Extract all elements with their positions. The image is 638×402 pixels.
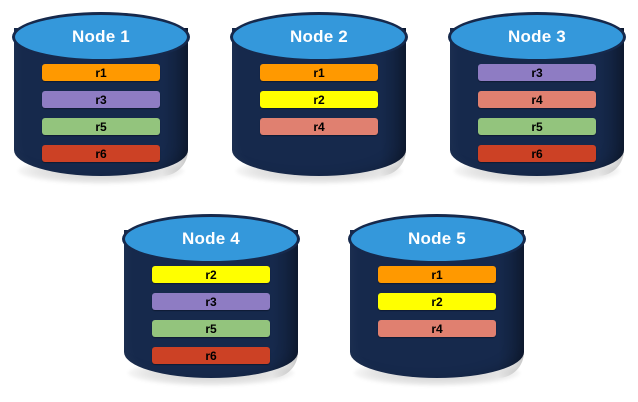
cylinder-top-disc: Node 5 — [348, 214, 526, 264]
replica-label: r3 — [205, 294, 217, 309]
replica-bar-r2[interactable]: r2 — [378, 293, 496, 310]
node-title: Node 4 — [182, 229, 240, 248]
replica-bar-r5[interactable]: r5 — [478, 118, 596, 135]
replica-bar-r3[interactable]: r3 — [152, 293, 270, 310]
replica-label: r6 — [95, 146, 107, 161]
cylinder-top-disc: Node 2 — [230, 12, 408, 62]
replica-bar-r1[interactable]: r1 — [42, 64, 160, 81]
replica-label: r1 — [95, 65, 107, 80]
replica-label: r1 — [431, 267, 443, 282]
node-title: Node 3 — [508, 27, 566, 46]
replica-bar-r2[interactable]: r2 — [152, 266, 270, 283]
replica-label: r3 — [531, 65, 543, 80]
replica-bar-r3[interactable]: r3 — [478, 64, 596, 81]
replica-bar-r2[interactable]: r2 — [260, 91, 378, 108]
replica-label: r5 — [205, 321, 217, 336]
cylinder-top-disc: Node 4 — [122, 214, 300, 264]
node-title: Node 1 — [72, 27, 130, 46]
replica-bar-r6[interactable]: r6 — [42, 145, 160, 162]
replica-label: r2 — [431, 294, 443, 309]
node-cylinder-4[interactable]: Node 4 r2 r3 r5 r6 — [118, 210, 304, 388]
replica-label: r2 — [313, 92, 325, 107]
node-title: Node 2 — [290, 27, 348, 46]
replica-label: r4 — [431, 321, 443, 336]
node-cylinder-2[interactable]: Node 2 r1 r2 r4 — [226, 8, 412, 186]
node-cylinder-5[interactable]: Node 5 r1 r2 r4 — [344, 210, 530, 388]
replica-bar-list: r1 r2 r4 — [260, 64, 378, 135]
replica-bar-list: r2 r3 r5 r6 — [152, 266, 270, 364]
replica-label: r5 — [95, 119, 107, 134]
replica-bar-r1[interactable]: r1 — [378, 266, 496, 283]
replica-bar-r6[interactable]: r6 — [152, 347, 270, 364]
replica-label: r6 — [531, 146, 543, 161]
replica-label: r1 — [313, 65, 325, 80]
node-cylinder-1[interactable]: Node 1 r1 r3 r5 r6 — [8, 8, 194, 186]
replica-bar-list: r1 r3 r5 r6 — [42, 64, 160, 162]
cylinder-top-disc: Node 3 — [448, 12, 626, 62]
replica-bar-r4[interactable]: r4 — [260, 118, 378, 135]
replica-bar-list: r1 r2 r4 — [378, 266, 496, 337]
replica-label: r6 — [205, 348, 217, 363]
replica-label: r2 — [205, 267, 217, 282]
replica-bar-r6[interactable]: r6 — [478, 145, 596, 162]
node-title: Node 5 — [408, 229, 466, 248]
replica-bar-r4[interactable]: r4 — [478, 91, 596, 108]
replica-label: r3 — [95, 92, 107, 107]
replica-label: r4 — [313, 119, 325, 134]
node-cylinder-3[interactable]: Node 3 r3 r4 r5 r6 — [444, 8, 630, 186]
replica-label: r5 — [531, 119, 543, 134]
cylinder-top-disc: Node 1 — [12, 12, 190, 62]
replica-bar-r5[interactable]: r5 — [152, 320, 270, 337]
replica-bar-r4[interactable]: r4 — [378, 320, 496, 337]
replica-label: r4 — [531, 92, 543, 107]
replica-bar-r1[interactable]: r1 — [260, 64, 378, 81]
replica-bar-list: r3 r4 r5 r6 — [478, 64, 596, 162]
replica-bar-r5[interactable]: r5 — [42, 118, 160, 135]
replica-bar-r3[interactable]: r3 — [42, 91, 160, 108]
